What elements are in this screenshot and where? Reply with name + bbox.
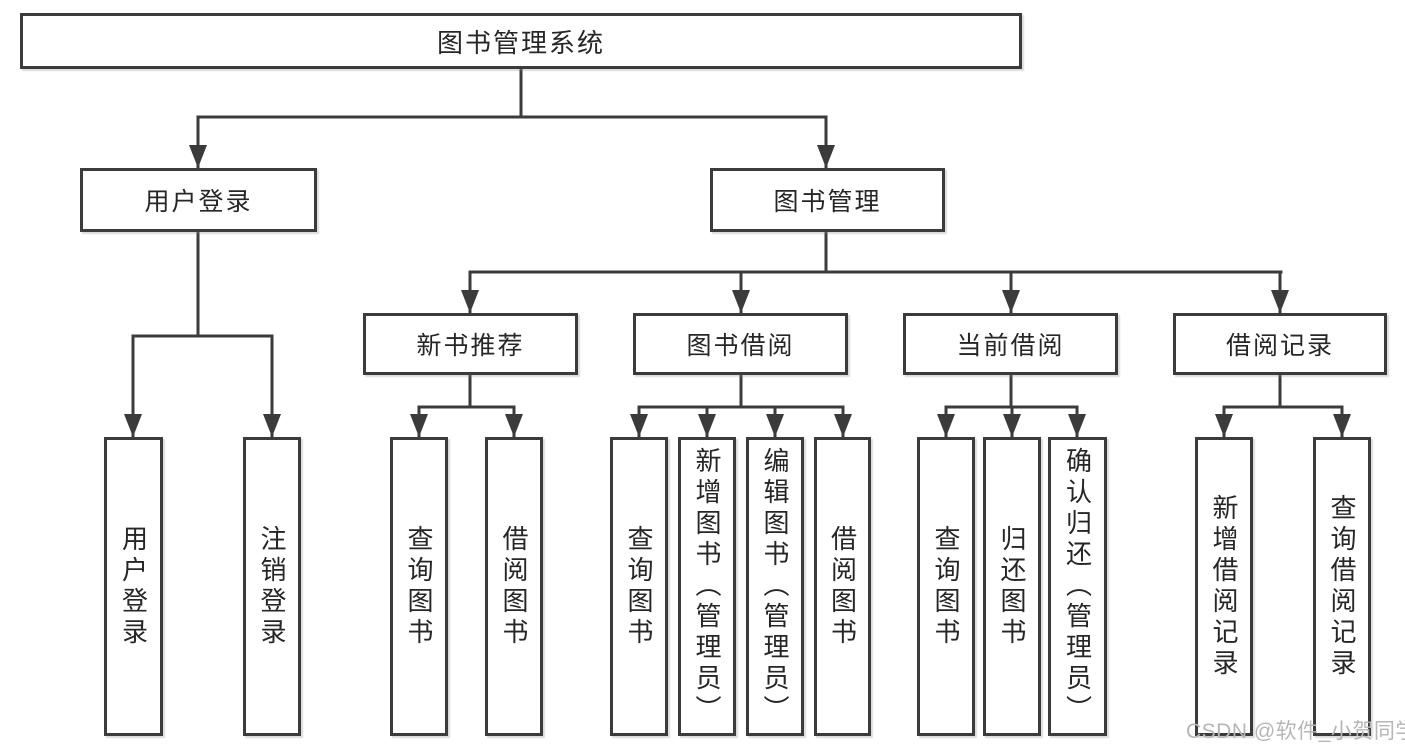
leaf-current-return-books: 归还图书 [983,437,1041,736]
node-user-login-branch: 用户登录 [80,168,317,232]
node-book-management-branch: 图书管理 [710,168,945,232]
leaf-borrow-borrow-books: 借阅图书 [814,437,871,736]
leaf-records-query-record: 查询借阅记录 [1313,437,1371,736]
node-root-library-system: 图书管理系统 [20,13,1022,69]
csdn-watermark: CSDN @软件_小贺同学 [1186,720,1405,743]
node-book-borrowing: 图书借阅 [633,313,848,375]
node-new-book-recommend: 新书推荐 [363,313,578,375]
node-current-borrowing: 当前借阅 [903,313,1118,375]
leaf-borrow-query-books: 查询图书 [610,437,668,736]
leaf-newrec-query-books: 查询图书 [390,437,448,736]
node-borrowing-records: 借阅记录 [1173,313,1387,375]
leaf-borrow-add-books-admin: 新增图书（管理员） [678,437,736,736]
leaf-borrow-edit-books-admin: 编辑图书（管理员） [746,437,804,736]
leaf-newrec-borrow-books: 借阅图书 [485,437,543,736]
leaf-current-confirm-return-admin: 确认归还（管理员） [1048,437,1107,736]
leaf-records-add-record: 新增借阅记录 [1195,437,1253,736]
leaf-user-login: 用户登录 [104,437,163,736]
leaf-logout: 注销登录 [243,437,301,736]
leaf-current-query-books: 查询图书 [917,437,975,736]
